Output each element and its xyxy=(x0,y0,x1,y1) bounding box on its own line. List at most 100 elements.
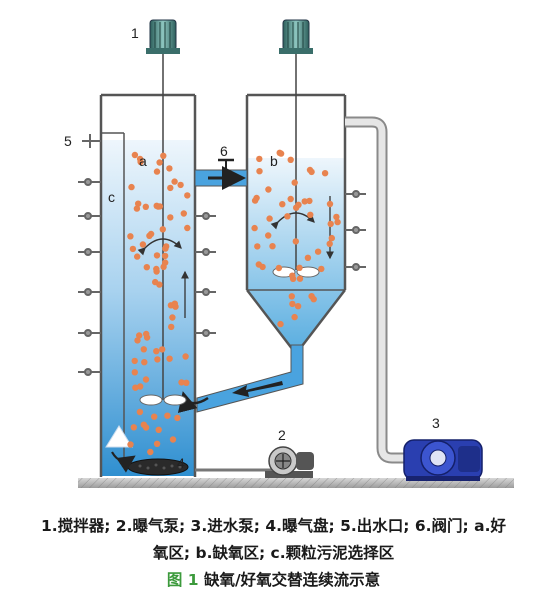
sludge-particle xyxy=(132,384,139,391)
sludge-particle xyxy=(184,224,191,232)
sludge-particle xyxy=(153,440,161,447)
sludge-particle xyxy=(265,232,272,239)
sludge-particle xyxy=(141,359,148,366)
sludge-particle xyxy=(134,337,141,344)
sludge-particle xyxy=(159,226,166,233)
sludge-particle xyxy=(293,204,300,211)
sludge-particle xyxy=(164,412,171,419)
sludge-particle xyxy=(287,195,294,203)
aeration-pump xyxy=(265,446,314,478)
sludge-particle xyxy=(130,424,137,431)
sludge-particle xyxy=(127,441,134,448)
sludge-particles xyxy=(127,149,341,456)
sludge-particle xyxy=(133,205,141,212)
sludge-particle xyxy=(326,240,333,247)
sludge-particle xyxy=(159,346,166,353)
sludge-particle xyxy=(136,155,144,163)
label-zone-a: a xyxy=(139,153,147,169)
sludge-particle xyxy=(275,264,283,272)
sludge-particle xyxy=(143,330,150,338)
sludge-particle xyxy=(177,181,184,189)
sludge-particle xyxy=(153,168,161,175)
mixing-arrow-left xyxy=(137,238,182,256)
mixing-arrow-right xyxy=(270,212,315,230)
sludge-particle xyxy=(155,203,162,210)
sludge-particle xyxy=(135,200,142,207)
label-outlet: 5 xyxy=(64,133,72,149)
label-zone-b: b xyxy=(270,153,278,169)
sludge-particle xyxy=(308,168,315,176)
sludge-particle xyxy=(153,265,160,273)
sludge-particle xyxy=(155,426,162,433)
sludge-particle xyxy=(142,203,149,210)
sludge-particle xyxy=(288,293,295,300)
sludge-particle xyxy=(289,300,296,308)
sludge-particle xyxy=(251,224,258,232)
sludge-particle xyxy=(254,243,261,250)
sludge-particle xyxy=(143,264,150,271)
sludge-particle xyxy=(180,210,187,217)
sludge-particle xyxy=(137,383,144,390)
sludge-particle xyxy=(182,353,189,360)
sludge-particle xyxy=(279,201,286,208)
sludge-particle xyxy=(171,300,178,307)
sludge-particle xyxy=(167,214,174,221)
left-reactor-tank xyxy=(99,93,197,477)
settling-cone-marker xyxy=(105,425,133,448)
sludge-particle xyxy=(142,376,150,383)
sludge-particle xyxy=(136,408,144,416)
sludge-particle xyxy=(292,238,299,245)
sludge-particle xyxy=(321,170,329,177)
return-pipe xyxy=(196,344,304,413)
sludge-particle xyxy=(160,152,167,159)
sludge-particle xyxy=(307,211,314,218)
process-diagram: 1 5 6 2 3 4 a b c xyxy=(64,19,514,488)
sludge-particle xyxy=(129,245,137,253)
sludge-particle xyxy=(291,313,298,321)
outlet-ports xyxy=(78,134,366,376)
sludge-particle xyxy=(256,155,263,163)
sludge-particle xyxy=(127,233,134,240)
sludge-particle xyxy=(326,200,334,208)
sludge-particle xyxy=(328,234,335,242)
sludge-particle xyxy=(154,356,161,363)
sludge-particle xyxy=(134,253,141,260)
sludge-particle xyxy=(178,379,185,386)
sludge-particle xyxy=(306,197,313,205)
figure-caption: 图 1 缺氧/好氧交替连续流示意 xyxy=(0,568,547,590)
inlet-pump xyxy=(403,439,483,481)
sludge-particle xyxy=(152,278,159,286)
sludge-particle xyxy=(289,275,297,282)
sludge-particle xyxy=(153,252,161,259)
sludge-particle xyxy=(334,218,341,226)
floor-hatch xyxy=(78,478,514,488)
label-valve: 6 xyxy=(220,143,228,159)
sludge-particle xyxy=(314,248,322,255)
sludge-particle xyxy=(277,320,284,328)
sludge-particle xyxy=(163,243,170,250)
sludge-particle xyxy=(167,184,174,192)
sludge-particle xyxy=(169,436,177,443)
label-zone-c: c xyxy=(108,189,115,205)
sludge-particle xyxy=(266,215,273,222)
sludge-particle xyxy=(151,413,158,420)
selector-zone-wall xyxy=(101,132,125,460)
sludge-particle xyxy=(327,220,334,228)
sludge-particle xyxy=(147,448,154,456)
return-flow-arrow xyxy=(232,381,283,397)
stirrer-motor-right xyxy=(279,19,313,270)
sludge-particle xyxy=(304,254,312,261)
sludge-particle xyxy=(308,293,315,300)
sludge-particle xyxy=(142,424,150,431)
sludge-particle xyxy=(284,213,291,220)
label-inlet-pump: 3 xyxy=(432,415,440,431)
sludge-particle xyxy=(131,357,138,365)
sludge-particle xyxy=(265,186,272,193)
sludge-particle xyxy=(162,259,169,266)
sludge-particle xyxy=(301,198,308,205)
valve xyxy=(218,158,234,170)
label-aeration-pump: 2 xyxy=(278,427,286,443)
sludge-particle xyxy=(296,275,304,282)
label-stirrer: 1 xyxy=(131,25,139,41)
bottom-flow-arrow xyxy=(111,451,136,473)
